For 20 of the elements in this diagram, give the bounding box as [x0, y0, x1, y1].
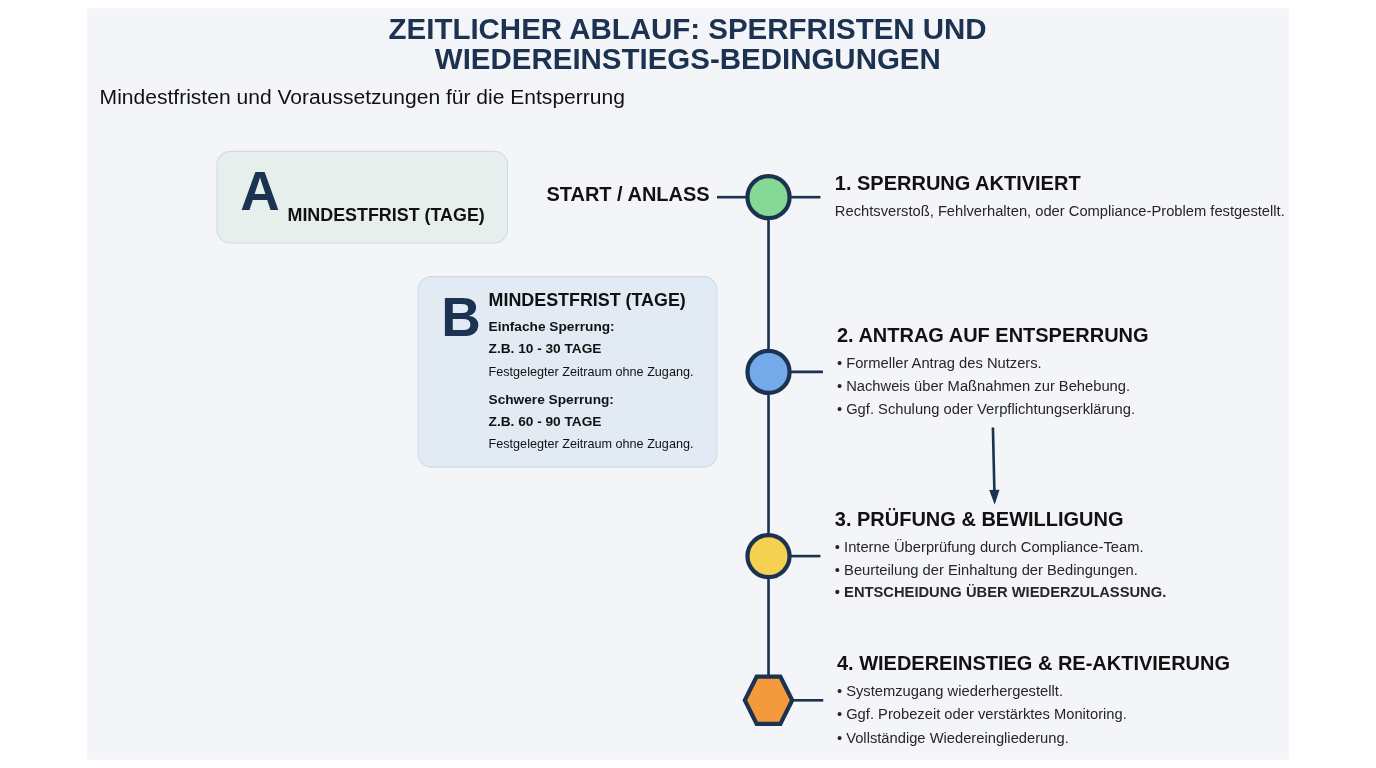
- connector: [789, 195, 821, 199]
- node-circle: [745, 532, 792, 580]
- node-text: START / ANLASS: [546, 183, 710, 206]
- node-circle: [745, 174, 792, 221]
- node-circle: [745, 348, 792, 396]
- diagram-title: ZEITLICHER ABLAUF: SPERFRISTEN UND WIEDEREINSTIEGS-BEDINGUNGEN: [388, 12, 987, 75]
- connector: [789, 370, 823, 374]
- connector: [717, 195, 748, 199]
- connector: [767, 393, 770, 535]
- connector: [789, 554, 821, 558]
- node-text: 4. WIEDEREINSTIEG & RE-AKTIVIERUNG • Systemzugang wiederhergestellt. • Ggf. Probezeit oder verstärktes Monitoring. • Vollständige Wiedereingliederung.: [836, 651, 1230, 746]
- connector: [767, 577, 770, 677]
- arrow: [989, 427, 1000, 505]
- node-text: 3. PRÜFUNG & BEWILLIGUNG • Interne Überprüfung durch Compliance-Team. • Beurteilung der Einhaltung der Bedingungen. • ENTSCHEIDUNG ÜBER WIEDERZULASSUNG.: [834, 507, 1167, 601]
- node-text: 2. ANTRAG AUF ENTSPERRUNG • Formeller Antrag des Nutzers. • Nachweis über Maßnahmen zur Behebung. • Ggf. Schulung oder Verpflichtungserklärung.: [836, 323, 1149, 418]
- node-hexagon: [742, 674, 795, 727]
- node-text: 1. SPERRUNG AKTIVIERT Rechtsverstoß, Fehlverhalten, oder Compliance-Problem festgestellt.: [834, 172, 1285, 220]
- connector: [767, 218, 770, 351]
- connector: [792, 698, 824, 702]
- label: Mindestfristen und Voraussetzungen für die Entsperrung: [99, 85, 625, 109]
